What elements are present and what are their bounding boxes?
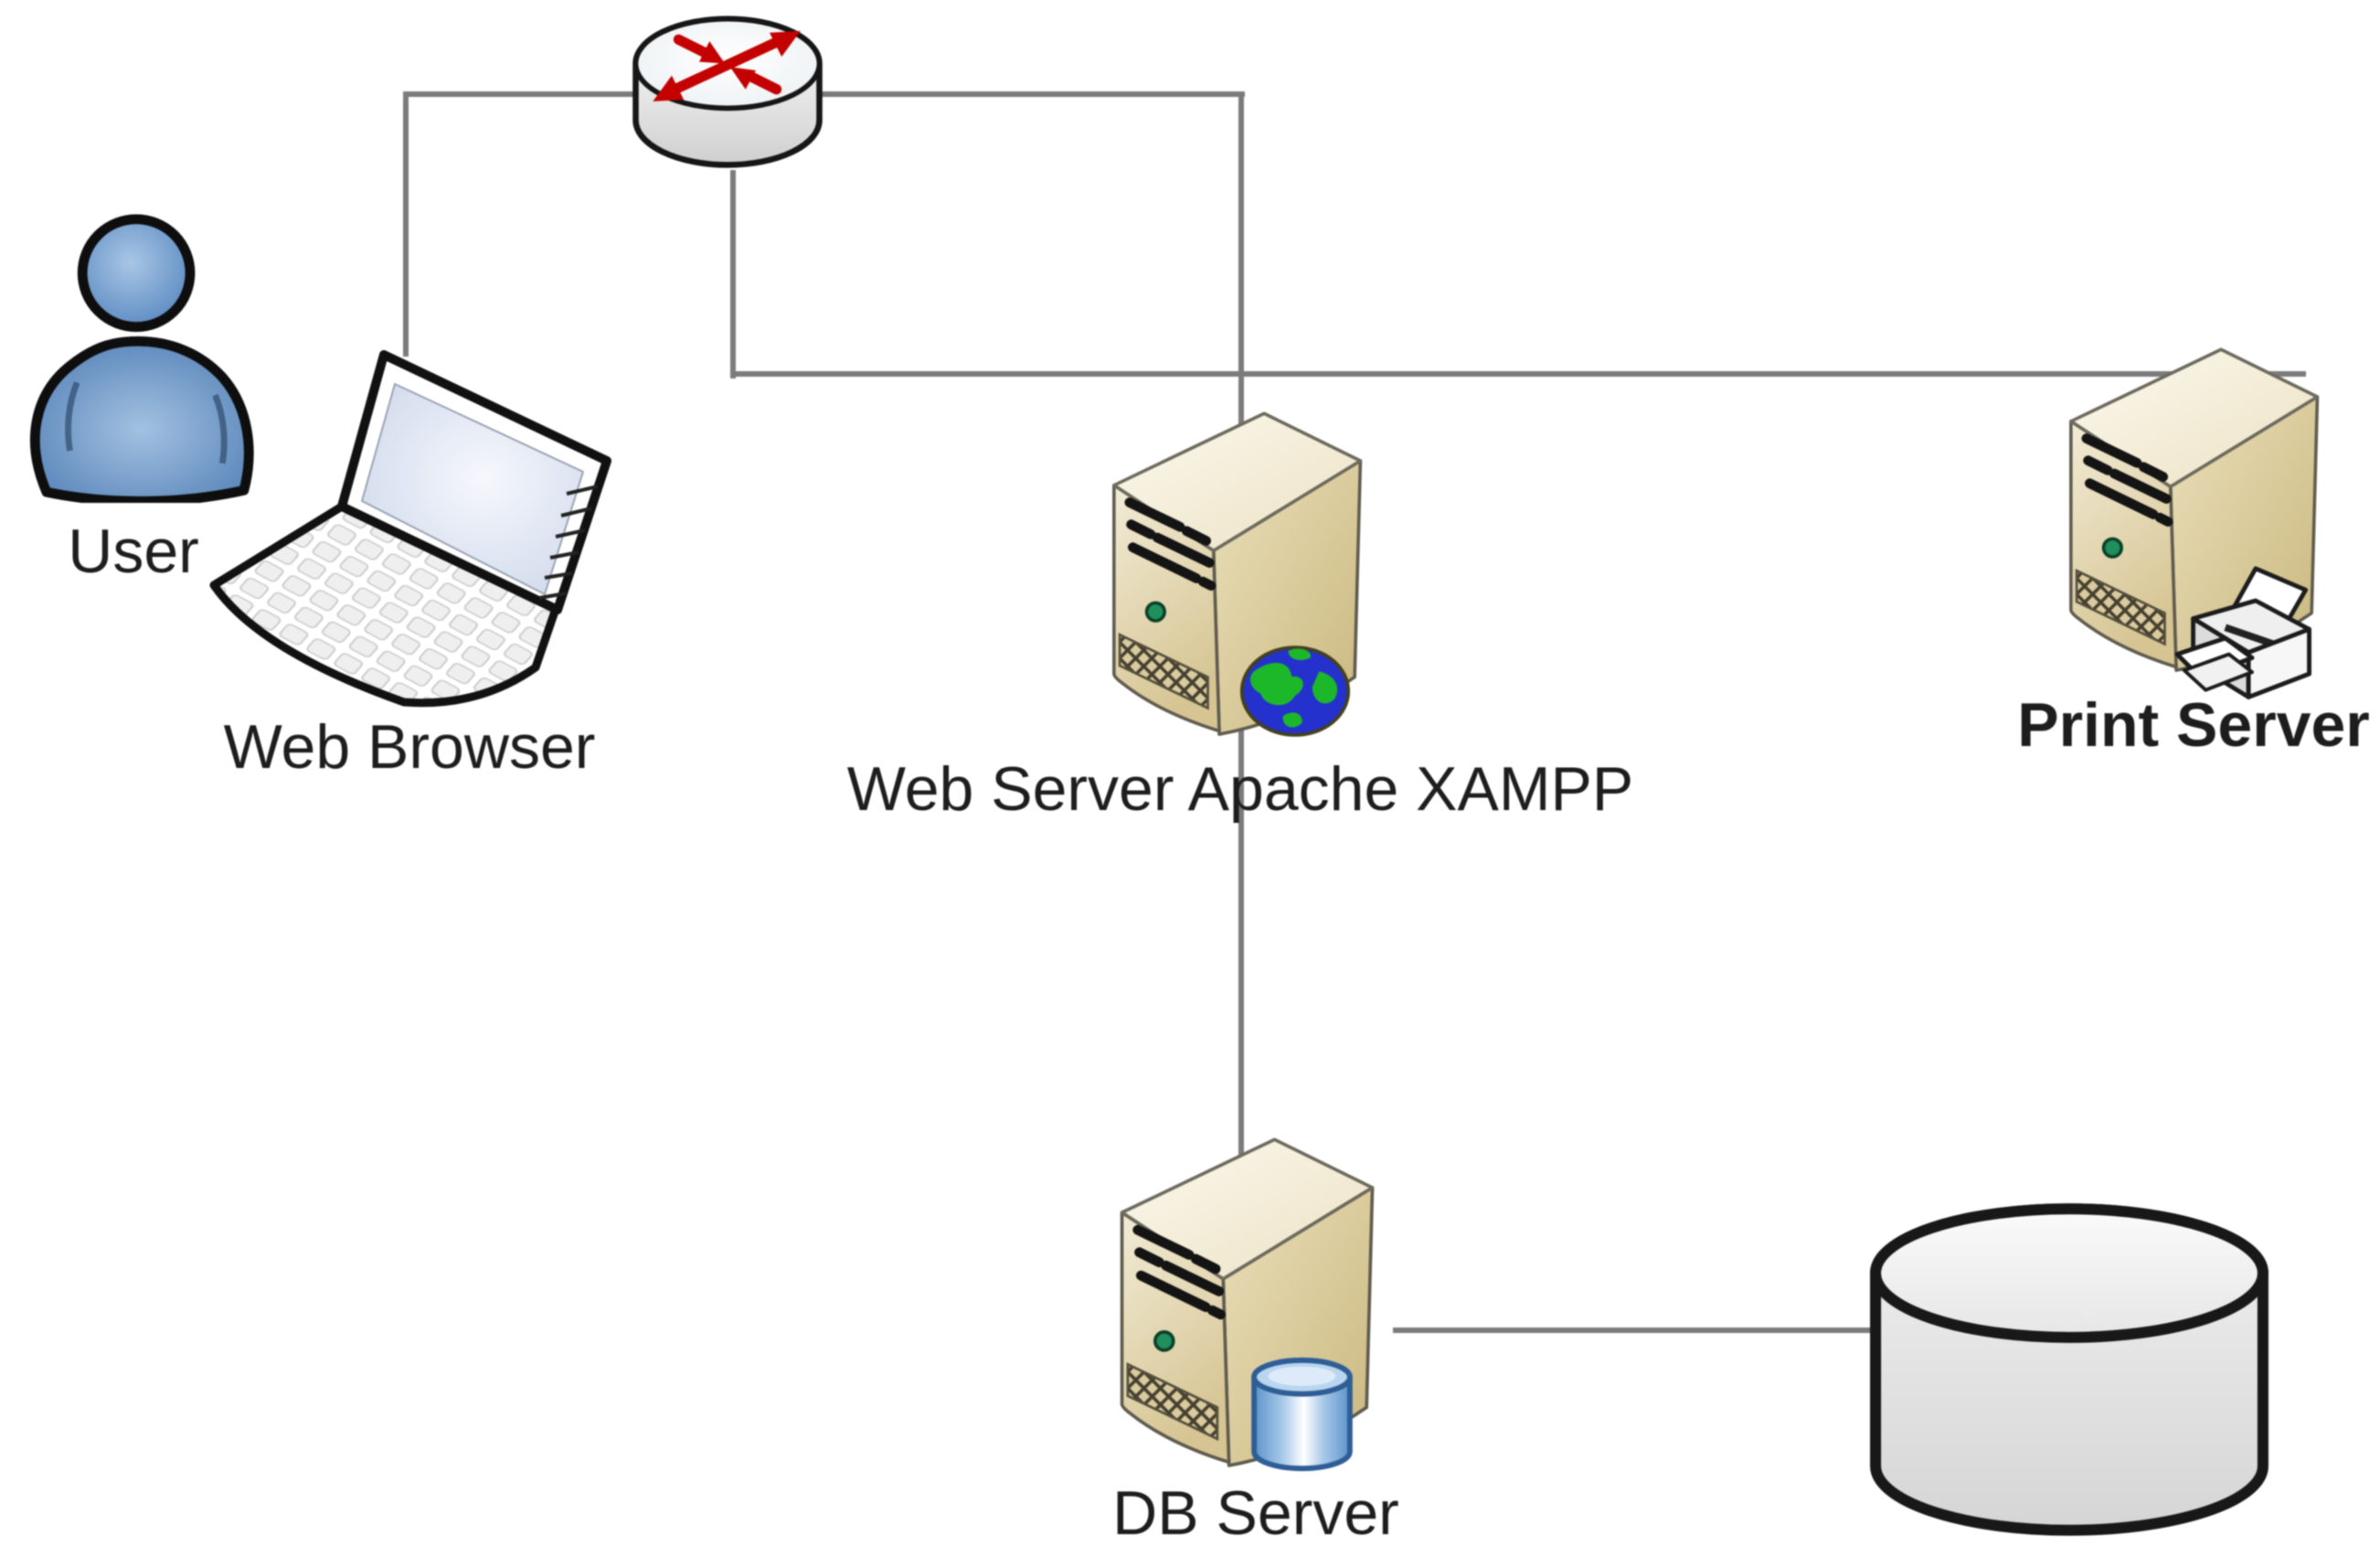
database-cylinder-icon: [1863, 1194, 2276, 1543]
web-browser-label: Web Browser: [223, 712, 596, 782]
connector-dbserver-to-database: [1393, 1328, 1877, 1333]
globe-icon: [1238, 642, 1352, 741]
connector-router-top: [403, 91, 1245, 97]
print-server-label: Print Server: [2017, 690, 2370, 760]
db-server-label: DB Server: [1112, 1478, 1399, 1548]
user-label: User: [68, 517, 199, 586]
connector-router-to-laptop: [403, 91, 409, 357]
web-server-label: Web Server Apache XAMPP: [846, 754, 1634, 824]
connector-router-drop: [730, 170, 736, 379]
web-browser-laptop-icon: [205, 349, 616, 708]
router-icon: [629, 7, 826, 177]
connector-to-print-server: [730, 371, 2306, 377]
database-small-cylinder-icon: [1248, 1354, 1355, 1475]
